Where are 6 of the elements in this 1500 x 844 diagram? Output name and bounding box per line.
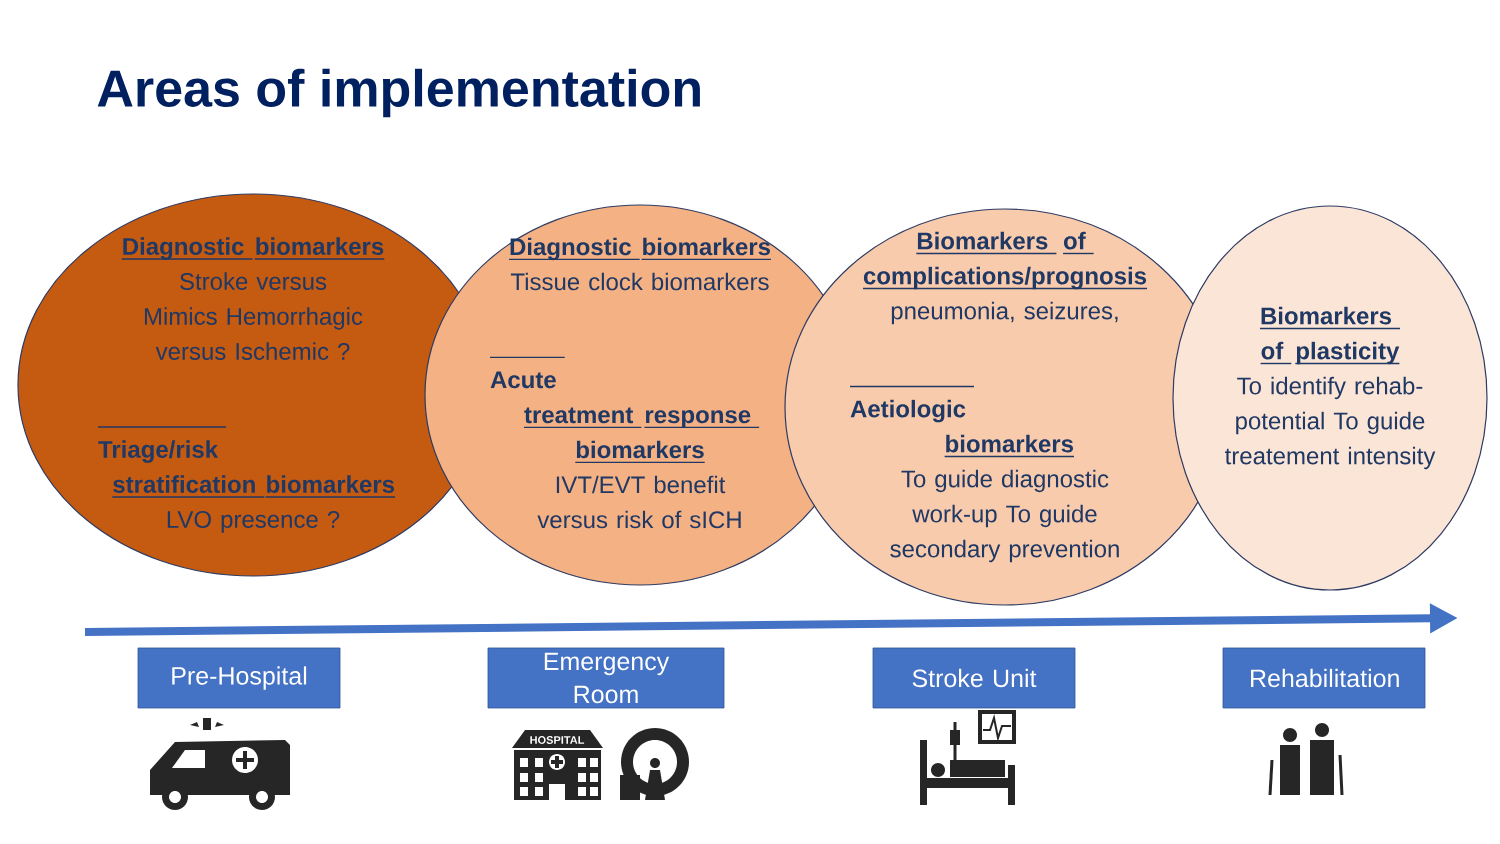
stage-box: Pre-Hospital	[137, 647, 341, 709]
stage-box: Rehabilitation	[1222, 647, 1426, 709]
stage-box: Emergency Room	[487, 647, 725, 709]
sign-text: HOSPITAL	[530, 736, 585, 744]
stage-box: Stroke Unit	[872, 647, 1076, 709]
title: Areas of implementation	[97, 68, 700, 118]
